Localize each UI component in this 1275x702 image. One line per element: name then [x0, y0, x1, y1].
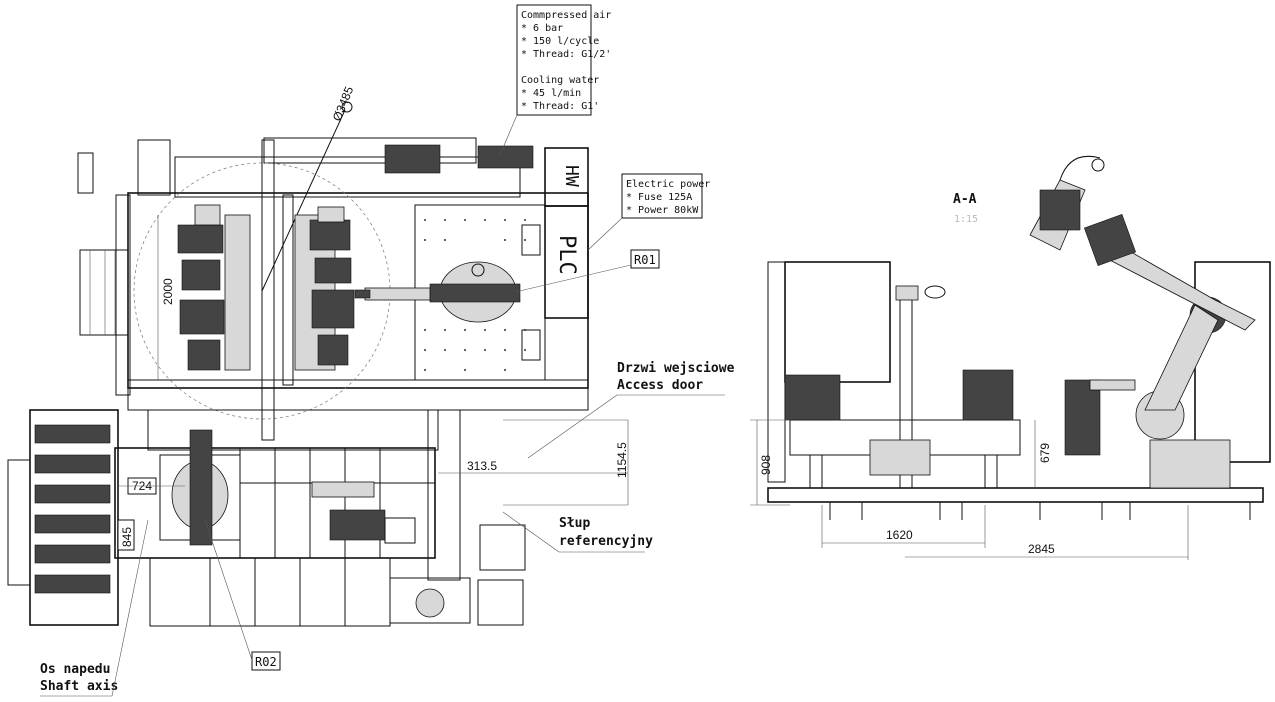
air-title: Commpressed air [521, 10, 611, 21]
section-fixture-2 [962, 369, 1014, 421]
r02-label: R02 [255, 655, 277, 669]
fixture-left [177, 204, 225, 371]
central-beam [261, 139, 275, 441]
left-handle [77, 152, 94, 194]
dim-313: 313.5 [467, 459, 497, 473]
access-door-pl: Drzwi wejsciowe [617, 361, 735, 376]
bolt-pattern [424, 219, 526, 371]
water-line-2: * Thread: G1' [521, 101, 599, 112]
shaft-axis-en: Shaft axis [40, 679, 118, 694]
section-fixture-3 [1064, 379, 1101, 456]
electric-callout [621, 173, 703, 219]
section-view: A-A 1:15 [750, 155, 1271, 560]
section-title: A-A [953, 192, 977, 207]
lower-rail [127, 379, 589, 411]
left-side-panel [79, 249, 129, 336]
air-line-2: * 150 l/cycle [521, 36, 599, 47]
ref-column-box [479, 524, 526, 571]
robot-r01-plan [354, 261, 521, 323]
valve-block [384, 144, 441, 174]
section-fixture-1 [784, 374, 841, 421]
dim-1620: 1620 [886, 528, 913, 542]
electric-line-1: * Fuse 125A [626, 192, 692, 203]
fence-left [784, 261, 891, 383]
dim-2845: 2845 [1028, 542, 1055, 556]
circle-dim: Ø3485 [330, 84, 357, 123]
base-frame [767, 487, 1264, 503]
section-scale: 1:15 [954, 214, 978, 225]
water-line-1: * 45 l/min [521, 88, 581, 99]
electric-title: Electric power [626, 179, 710, 190]
turntable-drive [869, 439, 931, 476]
lower-conveyor [147, 409, 439, 451]
robot-r02-plan [159, 429, 241, 546]
dim-2000: 2000 [161, 278, 175, 305]
fixture-right [309, 206, 355, 366]
cabinet-plc-label: PLC [554, 235, 579, 275]
shaft-axis-pl: Os napedu [40, 662, 110, 677]
left-top-block [137, 139, 171, 196]
cabinet-hw-label: HW [561, 165, 582, 187]
fence-right [1194, 261, 1271, 463]
lower-machine [329, 509, 386, 541]
top-platform [174, 156, 521, 198]
access-door-en: Access door [617, 378, 703, 393]
dim-908: 908 [759, 455, 773, 475]
r01-label: R01 [634, 253, 656, 267]
utility-callout [516, 4, 592, 116]
dim-679: 679 [1038, 443, 1052, 463]
dim-1154: 1154.5 [615, 442, 629, 478]
r01-tag [630, 249, 660, 269]
robot-section [1029, 155, 1256, 489]
air-line-1: * 6 bar [521, 23, 563, 34]
dim-845: 845 [120, 527, 134, 547]
water-title: Cooling water [521, 75, 599, 86]
ref-column-pl: Słup [559, 516, 590, 531]
left-column [115, 194, 131, 396]
top-platform-ext [263, 137, 477, 164]
r02-tag [251, 651, 281, 671]
ref-column-en: referencyjny [559, 534, 653, 549]
air-water-manifold [477, 145, 534, 169]
plan-view: Commpressed air * 6 bar * 150 l/cycle * … [7, 4, 735, 697]
electric-line-2: * Power 80kW [626, 205, 699, 216]
lower-floor [149, 557, 391, 627]
air-line-3: * Thread: G1/2' [521, 49, 611, 60]
